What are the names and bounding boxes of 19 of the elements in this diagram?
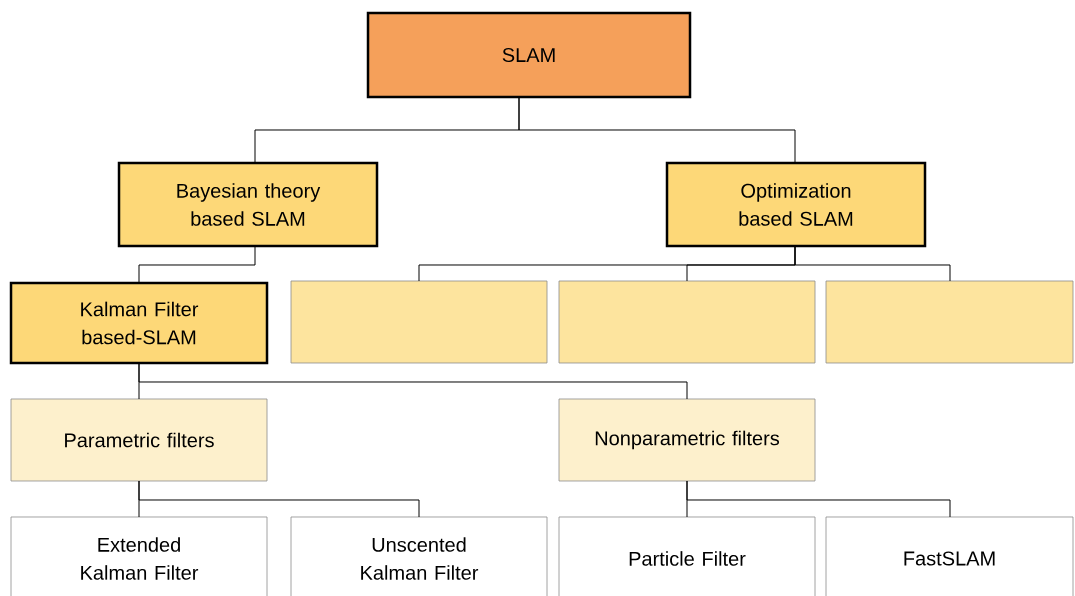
category-box: Optimization based SLAM	[665, 161, 927, 248]
category-box: Unscented Kalman Filter	[290, 516, 548, 596]
connector	[138, 480, 420, 518]
category-box: FastSLAM	[825, 516, 1074, 596]
connector	[138, 362, 688, 400]
connector	[686, 480, 951, 518]
category-box: Nonparametric filters	[558, 398, 816, 482]
category-box: Bayesian theory based SLAM	[117, 161, 379, 248]
category-box: Parametric filters	[10, 398, 268, 482]
category-box: SLAM	[366, 11, 692, 99]
category-box: Kalman Filter based-SLAM	[9, 281, 269, 365]
connector	[138, 245, 256, 284]
category-box: Extended Kalman Filter	[10, 516, 268, 596]
empty-box	[825, 280, 1074, 364]
category-box: Particle Filter	[558, 516, 816, 596]
connector	[794, 245, 951, 282]
empty-box	[558, 280, 816, 364]
empty-box	[290, 280, 548, 364]
connector	[518, 96, 796, 164]
